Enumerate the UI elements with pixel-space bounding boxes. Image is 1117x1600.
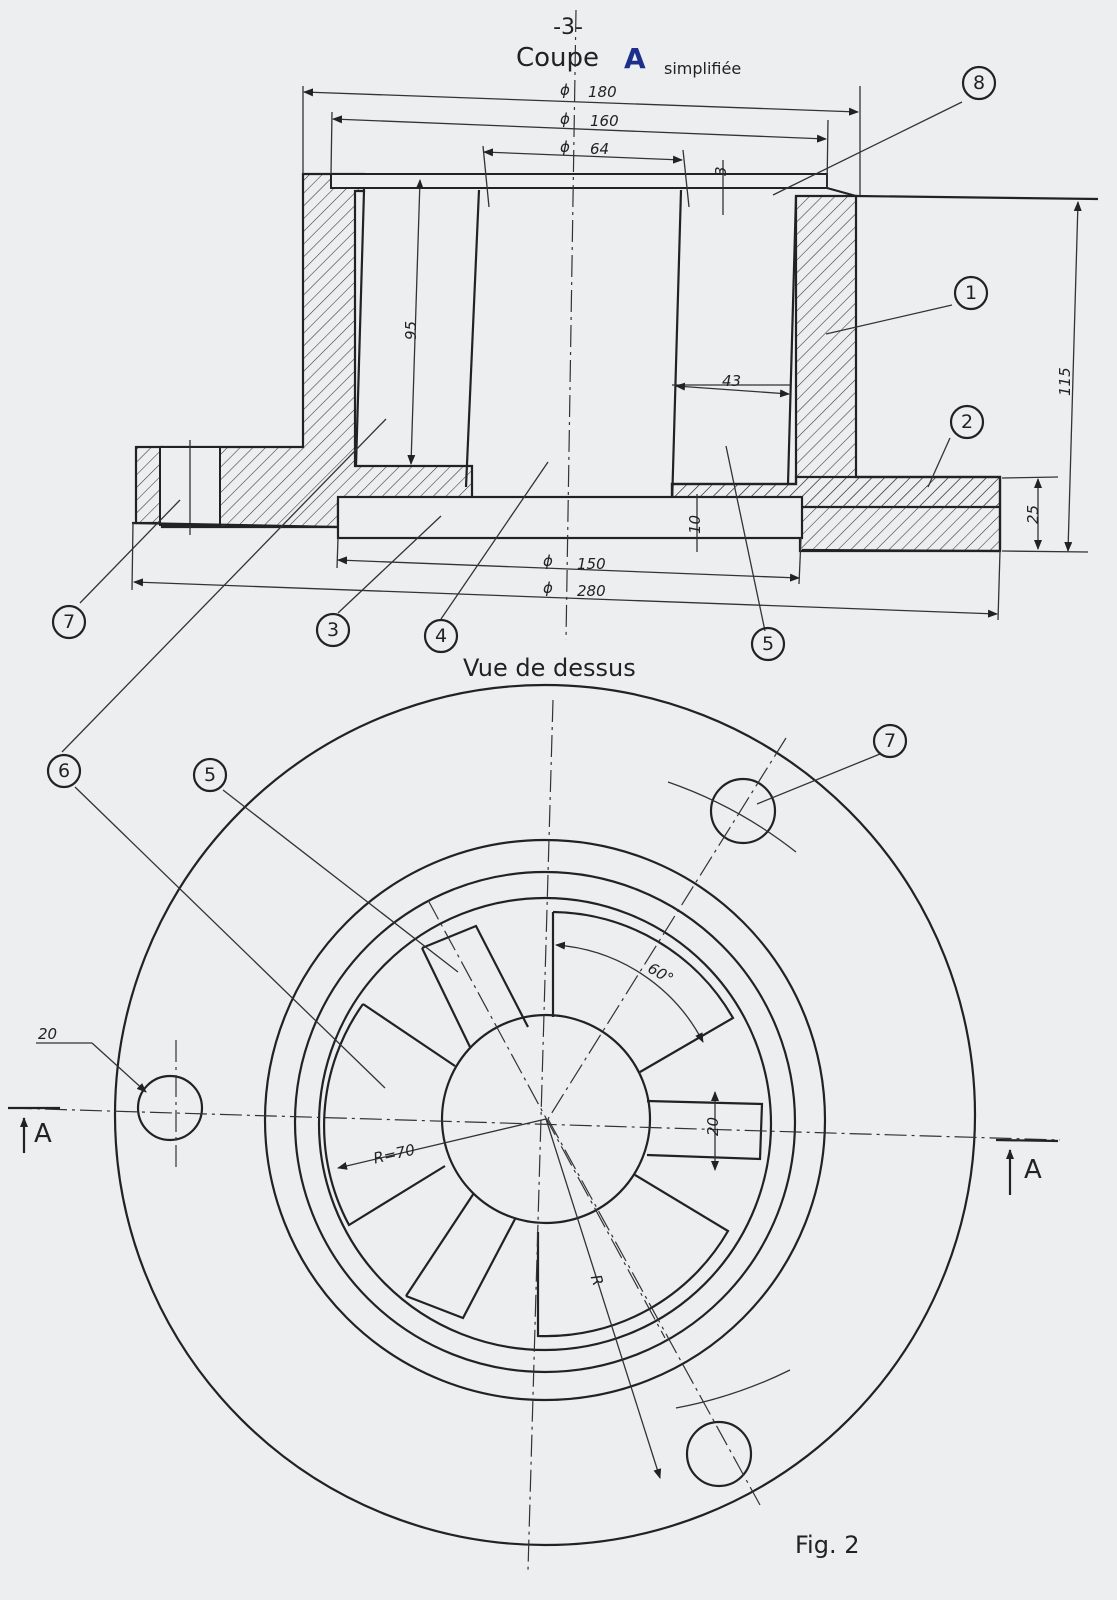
- section-mark-left-label: A: [34, 1119, 52, 1149]
- dim-hole-20: 20: [38, 1025, 57, 1043]
- callout-7-top-view-label: 7: [884, 730, 896, 752]
- section-title-letter: A: [624, 42, 646, 75]
- body-middle-ring: [293, 870, 797, 1374]
- bolt-hole-bottom-right: [685, 1420, 753, 1488]
- callout-8-label: 8: [973, 72, 985, 94]
- dim-d160: 160: [590, 112, 619, 130]
- callout-5: 5: [750, 626, 786, 662]
- callout-4: 4: [423, 618, 459, 654]
- callout-7: 7: [51, 604, 87, 640]
- section-title: Coupe A simplifiée: [516, 42, 741, 78]
- dim-d280: 280: [577, 582, 606, 600]
- dim-diameter-symbol-180: ϕ: [560, 81, 570, 99]
- base-plate: [336, 495, 804, 540]
- callout-6-label: 6: [58, 760, 70, 782]
- dim-slot-20: 20: [704, 1117, 722, 1136]
- section-mark-right-label: A: [1024, 1155, 1042, 1185]
- callout-2-label: 2: [961, 411, 973, 433]
- section-mark-right: A: [995, 1138, 1059, 1195]
- top-view: A A 20 20 60° R=70 R 6: [8, 683, 1061, 1571]
- figure-caption: Fig. 2: [795, 1531, 860, 1559]
- callout-1: 1: [953, 275, 989, 311]
- dim-h3: 3: [712, 166, 730, 176]
- dim-diameter-symbol-280: ϕ: [543, 579, 553, 597]
- callout-7-label: 7: [63, 611, 75, 633]
- callout-5-top-view: 5: [192, 757, 228, 793]
- dim-h25: 25: [1024, 505, 1042, 524]
- body-inner-ring: [317, 896, 773, 1352]
- section-center-axis: [565, 9, 577, 641]
- dim-r70: R=70: [372, 1141, 417, 1168]
- callout-3-label: 3: [327, 619, 339, 641]
- dim-angle-60: 60°: [645, 959, 677, 988]
- section-title-suffix: simplifiée: [664, 59, 741, 78]
- callout-5-label: 5: [762, 633, 774, 655]
- dim-w43: 43: [722, 372, 741, 390]
- dim-h10: 10: [686, 515, 704, 534]
- dim-d64: 64: [590, 140, 609, 158]
- callout-8: 8: [961, 65, 997, 101]
- callout-1-label: 1: [965, 282, 977, 304]
- callout-2: 2: [949, 404, 985, 440]
- callout-4-label: 4: [435, 625, 447, 647]
- section-view: ϕ 180 ϕ 160 ϕ 64 3 95 115 25 10 43: [51, 9, 1099, 753]
- dim-diameter-symbol-160: ϕ: [560, 110, 570, 128]
- callout-5-top-view-label: 5: [204, 764, 216, 786]
- dim-d180: 180: [588, 83, 617, 101]
- cover-plate: [330, 173, 828, 189]
- section-mark-left: A: [8, 1106, 60, 1153]
- bolt-hole-left: [136, 1074, 204, 1142]
- outer-flange-circle: [113, 683, 977, 1547]
- body-outer-ring: [263, 838, 827, 1402]
- vertical-axis: [527, 699, 554, 1571]
- dim-d150: 150: [577, 555, 606, 573]
- dim-diameter-symbol-64: ϕ: [560, 138, 570, 156]
- bolt-hole-top-right: [709, 777, 777, 845]
- horizontal-axis: [9, 1107, 1061, 1141]
- section-title-word: Coupe: [516, 43, 599, 73]
- dim-h115: 115: [1056, 367, 1074, 396]
- dim-h95: 95: [402, 321, 420, 340]
- callout-3: 3: [315, 612, 351, 648]
- top-view-title: Vue de dessus: [463, 654, 636, 682]
- callout-6: 6: [46, 753, 82, 789]
- dim-diameter-symbol-150: ϕ: [543, 552, 553, 570]
- central-bore: [440, 1013, 652, 1225]
- page-number: -3-: [553, 15, 583, 40]
- callout-7-top-view: 7: [872, 723, 908, 759]
- dim-r: R: [587, 1272, 607, 1287]
- flange-left-end: [134, 445, 164, 525]
- vanes: [322, 910, 764, 1338]
